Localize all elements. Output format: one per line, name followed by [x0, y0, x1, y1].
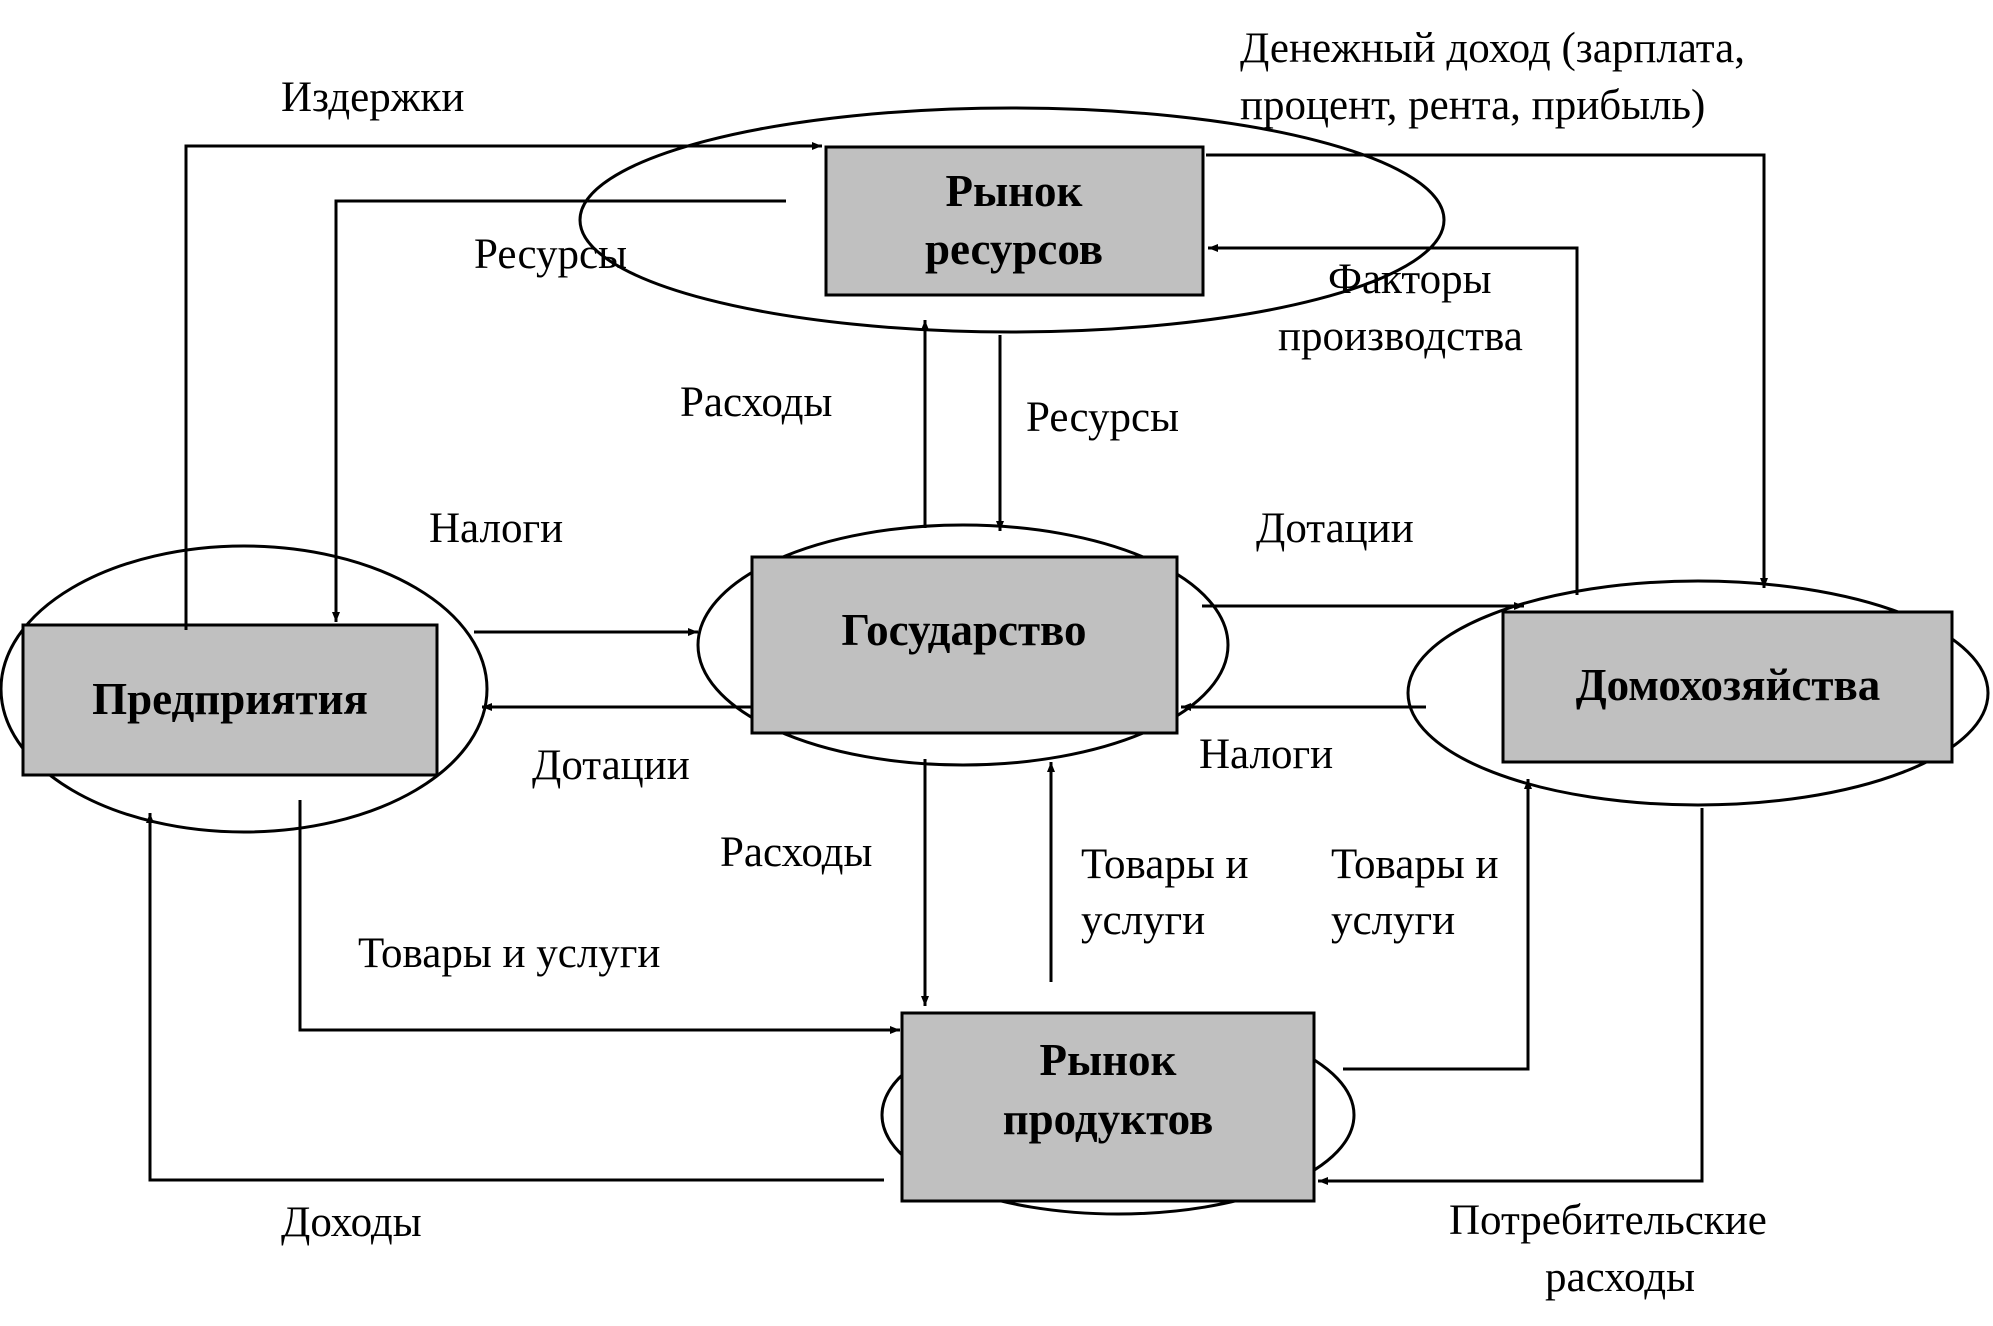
node-households: Домохозяйства [1406, 579, 1990, 807]
consumer-spending-label-line1: Потребительские [1449, 1197, 1767, 1244]
consumer-spending-arrow [1318, 808, 1704, 1185]
households-box [1501, 610, 1954, 764]
gov-expenses-bottom-label: Расходы [720, 829, 872, 876]
costs-label: Издержки [281, 74, 464, 121]
government-box [750, 555, 1179, 735]
resource-market-box [824, 145, 1205, 297]
taxes-from-enterprises-label: Налоги [429, 505, 563, 552]
node-enterprises: Предприятия [0, 544, 489, 834]
goods-to-households-label-line1: Товары и [1331, 841, 1499, 888]
product-market-label-line1: Рынок [1040, 1035, 1177, 1085]
resources-to-enterprises-arrow [332, 199, 786, 622]
goods-to-government-label-line2: услуги [1081, 897, 1205, 944]
subsidies-to-enterprises-label: Дотации [532, 742, 690, 789]
money-income-arrow [1206, 153, 1768, 588]
households-label: Домохозяйства [1576, 660, 1881, 710]
product-market-box [900, 1011, 1316, 1203]
production-factors-label-line1: Факторы [1328, 256, 1492, 303]
resource-market-label-line2: ресурсов [925, 224, 1103, 274]
taxes-from-households-label: Налоги [1199, 731, 1333, 778]
subsidies-to-households-label: Дотации [1256, 505, 1414, 552]
node-government: Государство [696, 523, 1230, 767]
production-factors-label-line2: производства [1278, 313, 1523, 360]
gov-expenses-top-label: Расходы [680, 379, 832, 426]
goods-to-government-label-line1: Товары и [1081, 841, 1249, 888]
goods-and-services-arrow [298, 800, 900, 1034]
node-resource-market: Рынок ресурсов [578, 106, 1446, 334]
production-factors-arrow [1208, 244, 1579, 595]
goods-to-households-label-line2: услуги [1331, 897, 1455, 944]
resources-to-enterprises-label: Ресурсы [474, 231, 627, 278]
goods-and-services-label: Товары и услуги [358, 930, 660, 977]
government-label: Государство [841, 605, 1086, 655]
resource-market-label-line1: Рынок [946, 166, 1083, 216]
revenues-arrow [146, 813, 884, 1182]
enterprises-label: Предприятия [92, 674, 368, 724]
revenues-label: Доходы [281, 1199, 422, 1246]
consumer-spending-label-line2: расходы [1545, 1254, 1695, 1301]
money-income-label-line1: Денежный доход (зарплата, [1240, 25, 1745, 72]
resources-to-government-label: Ресурсы [1026, 394, 1179, 441]
product-market-label-line2: продуктов [1003, 1094, 1214, 1144]
costs-arrow [184, 142, 822, 630]
enterprises-box [21, 623, 439, 777]
node-product-market: Рынок продуктов [880, 1011, 1356, 1216]
money-income-label-line2: процент, рента, прибыль) [1240, 82, 1705, 129]
goods-to-households-arrow [1343, 779, 1532, 1071]
